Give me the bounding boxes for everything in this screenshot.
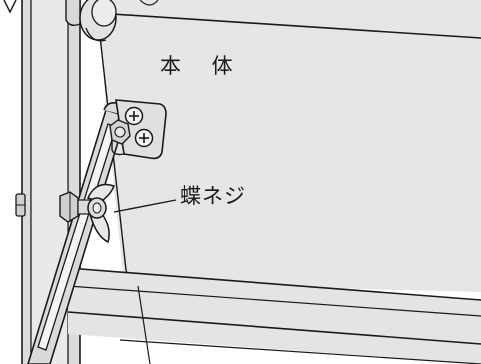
phillips-screw (124, 106, 144, 126)
wing-screw (59, 183, 115, 244)
pivot-nut (109, 119, 131, 145)
label-leader-line (113, 199, 177, 213)
top-hinge (65, 0, 159, 42)
main-body-panel (98, 0, 481, 292)
main-body-label: 本 体 (160, 54, 245, 78)
side-bolt (15, 193, 26, 217)
phillips-screw (134, 128, 154, 148)
wing-screw-label: 蝶ネジ (180, 184, 246, 208)
bottom-rail (67, 267, 481, 364)
mounting-bracket (109, 99, 167, 160)
